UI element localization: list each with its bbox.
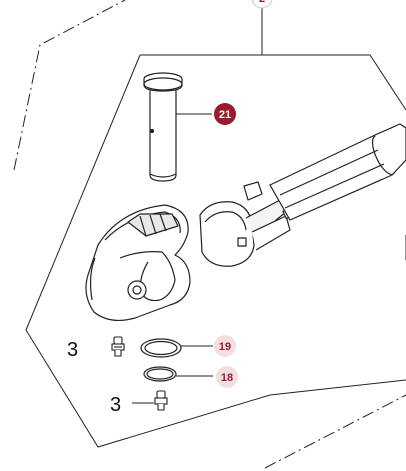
extension-cylinder-part [269, 123, 406, 221]
callout-2[interactable]: 2 [251, 0, 273, 9]
callout-21-label: 21 [219, 109, 231, 121]
assembly-boundary [25, 2, 406, 448]
callout-19[interactable]: 19 [214, 335, 236, 357]
callout-21[interactable]: 21 [214, 103, 236, 125]
grease-nipple-lower [132, 390, 168, 411]
jaw-holder-part [199, 181, 300, 267]
callout-18-label: 18 [221, 372, 233, 384]
quantity-lower-nipple: 3 [110, 394, 121, 416]
callout-19-label: 19 [219, 341, 231, 353]
callout-18[interactable]: 18 [216, 366, 238, 388]
crimp-jaw-part [85, 204, 191, 322]
callout-2-label: 2 [259, 0, 265, 5]
outer-boundary-dashed [13, 0, 406, 469]
grease-nipple-upper [111, 336, 125, 357]
o-ring-small [143, 366, 213, 382]
pin-part [143, 72, 212, 182]
o-ring-large [140, 338, 213, 358]
quantity-upper-nipple: 3 [67, 339, 78, 361]
